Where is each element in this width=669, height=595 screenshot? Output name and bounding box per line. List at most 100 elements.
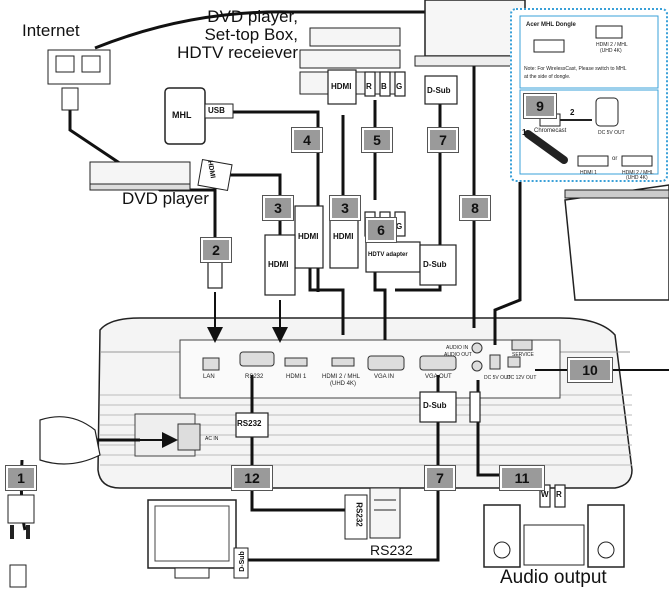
cable-number-badge: 4 xyxy=(291,127,323,153)
dvd-top-label-line3: HDTV receiever xyxy=(177,43,298,62)
hdmi2-port xyxy=(331,357,355,367)
rs232-device-label: RS232 xyxy=(370,542,413,558)
inset-note-line2: at the side of dongle. xyxy=(524,74,571,80)
r-letter-audio: R xyxy=(556,490,562,499)
rs232-port xyxy=(239,351,275,367)
port-dc5v-label: DC 5V OUT xyxy=(484,375,511,381)
port-hdmi2-label: HDMI 2 / MHL xyxy=(322,374,361,380)
rs232-vertical-label: RS232 xyxy=(354,502,364,527)
cable-number-badge: 12 xyxy=(231,465,273,491)
cable-number-badge: 2 xyxy=(200,237,232,263)
b-letter-top: B xyxy=(381,82,387,91)
dsub-plug-bottom xyxy=(419,391,457,423)
g-letter-bottom: G xyxy=(396,222,403,231)
dsub-plug-mid xyxy=(419,244,457,286)
dvd-top-label-line1: DVD player, xyxy=(207,7,298,26)
internet-label: Internet xyxy=(22,21,80,40)
dvd-player-left xyxy=(89,159,233,191)
hdtv-adapter-label: HDTV adapter xyxy=(368,252,408,258)
port-hdmi2-sub-label: (UHD 4K) xyxy=(330,381,357,387)
inset-dc5v-label: DC 5V OUT xyxy=(598,130,625,136)
mhl-phone xyxy=(164,87,234,145)
port-dc12v-label: DC 12V OUT xyxy=(507,375,537,381)
hdmi-left-label: HDMI xyxy=(298,232,319,241)
cable-number-badge: 3 xyxy=(262,195,294,221)
hdmi-top-label: HDMI xyxy=(331,82,352,91)
hdmi-plug-3 xyxy=(264,234,296,296)
vga-out-port xyxy=(419,355,457,371)
port-vga-in-label: VGA IN xyxy=(374,374,395,380)
cable-number-badge: 7 xyxy=(424,465,456,491)
inset-hdmi1-label: HDMI 1 xyxy=(580,170,597,176)
w-plug xyxy=(539,484,551,508)
inset-hdmi2-sub: (UHD 4K) xyxy=(626,175,648,181)
port-rs232-label: RS232 xyxy=(245,374,264,380)
inset-step1-badge: 1 xyxy=(522,128,527,137)
dsub-plug-top xyxy=(424,75,458,105)
lan-plug xyxy=(207,257,223,289)
r-plug-audio xyxy=(554,484,566,508)
port-lan-label: LAN xyxy=(203,374,215,380)
r-letter-top: R xyxy=(366,82,372,91)
dsub-bottom-label: D-Sub xyxy=(423,401,447,410)
dongle-inset-panel: Acer MHL Dongle HDMI 2 / MHL (UHD 4K) No… xyxy=(510,8,668,182)
dvd-player-label: DVD player xyxy=(122,189,209,208)
dsub-mid-label: D-Sub xyxy=(423,260,447,269)
mhl-phone-label: MHL xyxy=(172,110,192,120)
cable-number-badge: 7 xyxy=(427,127,459,153)
port-audio-in-label: AUDIO IN xyxy=(446,345,469,351)
cable-number-badge: 10 xyxy=(567,357,613,383)
cable-number-badge: 3 xyxy=(329,195,361,221)
cables xyxy=(19,10,669,562)
inset-hdmi-label: HDMI 2 / MHL xyxy=(596,42,628,48)
cable-number-badge: 5 xyxy=(361,127,393,153)
ac-in-port xyxy=(177,423,201,451)
projector xyxy=(97,317,633,489)
network-socket xyxy=(47,49,111,111)
g-letter-top: G xyxy=(396,82,403,91)
lan-port xyxy=(202,357,220,371)
projection-screen xyxy=(564,184,669,301)
audio-plug xyxy=(469,391,481,423)
inset-or-label: or xyxy=(612,156,618,162)
acin-label: AC IN xyxy=(205,436,219,442)
cable-number-badge: 6 xyxy=(365,217,397,243)
cable-number-badge: 11 xyxy=(499,465,545,491)
outlet-icon xyxy=(9,564,27,588)
hdmi-plug-left xyxy=(294,205,324,269)
hdmi1-port xyxy=(284,357,308,367)
port-hdmi1-label: HDMI 1 xyxy=(286,374,307,380)
rs232-plug-label: RS232 xyxy=(237,419,262,428)
cable-number-badge: 1 xyxy=(5,465,37,491)
w-letter: W xyxy=(541,490,549,499)
port-vga-out-label: VGA OUT xyxy=(425,374,452,380)
inset-hdmi2-label: HDMI 2 / MHL xyxy=(622,170,654,176)
laptop xyxy=(414,0,536,67)
dsub-top-label: D-Sub xyxy=(427,86,451,95)
usb-port xyxy=(489,354,501,370)
b-plug xyxy=(379,71,391,97)
rs232-plug xyxy=(235,412,269,438)
hdmi-right-label: HDMI xyxy=(333,232,354,241)
inset-hdmi-sub: (UHD 4K) xyxy=(600,48,622,54)
port-audio-out-label: AUDIO OUT xyxy=(444,352,472,358)
r-plug xyxy=(364,71,376,97)
monitor xyxy=(147,499,249,579)
audio-speakers xyxy=(483,504,625,568)
inset-title: Acer MHL Dongle xyxy=(526,22,576,28)
inset-step2-badge: 2 xyxy=(570,108,575,117)
inset-chromecast-label: Chromecast xyxy=(534,128,567,134)
audio-in-port xyxy=(471,342,483,354)
power-cord xyxy=(7,416,101,588)
hdmi-3-label: HDMI xyxy=(268,260,289,269)
vga-in-port xyxy=(367,355,405,371)
hdmi-plug-top xyxy=(327,69,357,105)
port-service-label: SERVICE xyxy=(512,352,534,358)
inset-step9-badge: 9 xyxy=(523,93,557,119)
panel-ports xyxy=(177,339,533,451)
audio-output-label: Audio output xyxy=(500,567,607,588)
g-plug xyxy=(394,71,406,97)
dc12v-port xyxy=(507,356,521,368)
